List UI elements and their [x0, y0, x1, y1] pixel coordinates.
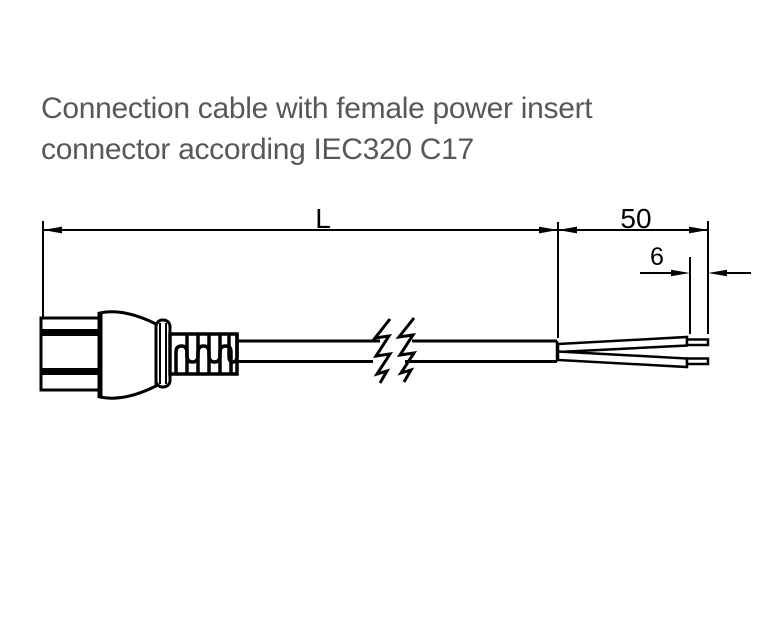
- stripped-wires: [556, 335, 710, 369]
- title-line-1: Connection cable with female power inser…: [41, 92, 593, 125]
- finger-down-3: [227, 334, 239, 364]
- connector-face: [39, 316, 102, 392]
- wire-top-bare-tip: [685, 338, 710, 347]
- arrowhead-inward-left-icon: [671, 269, 690, 277]
- dimension-stripped-tip: 6: [640, 243, 751, 334]
- wire-bottom-bare-tip: [685, 357, 710, 366]
- contact-slot-bottom: [41, 368, 100, 375]
- break-zigzag-left: [371, 318, 394, 384]
- title-line-2: connector according IEC320 C17: [41, 133, 474, 166]
- wire-bottom: [556, 350, 689, 369]
- connector-iec320-c17: [39, 310, 239, 400]
- dimension-wire-split: 50: [558, 203, 709, 334]
- arrowhead-left-icon: [43, 226, 62, 234]
- contact-slot-top: [41, 329, 100, 336]
- cable: [237, 339, 559, 363]
- strain-relief: [168, 332, 239, 376]
- strain-relief-outline: [168, 332, 239, 376]
- break-zigzag-right: [395, 317, 418, 383]
- arrowhead-left-icon: [558, 226, 577, 234]
- dimension-cable-length: L: [42, 203, 559, 338]
- wire-top: [556, 335, 689, 354]
- arrowhead-right-icon: [689, 226, 708, 234]
- page-title: Connection cable with female power inser…: [41, 88, 681, 170]
- dimension-label-6: 6: [650, 243, 664, 271]
- collar-ring: [154, 318, 172, 389]
- arrowhead-right-icon: [539, 226, 558, 234]
- cable-break-icon: [371, 317, 418, 384]
- arrowhead-inward-right-icon: [708, 269, 727, 277]
- finger-down-2: [207, 334, 222, 364]
- dimension-label-L: L: [315, 203, 331, 234]
- connector-body: [98, 310, 158, 400]
- finger-down-1: [185, 334, 200, 364]
- dimension-label-50: 50: [620, 203, 651, 234]
